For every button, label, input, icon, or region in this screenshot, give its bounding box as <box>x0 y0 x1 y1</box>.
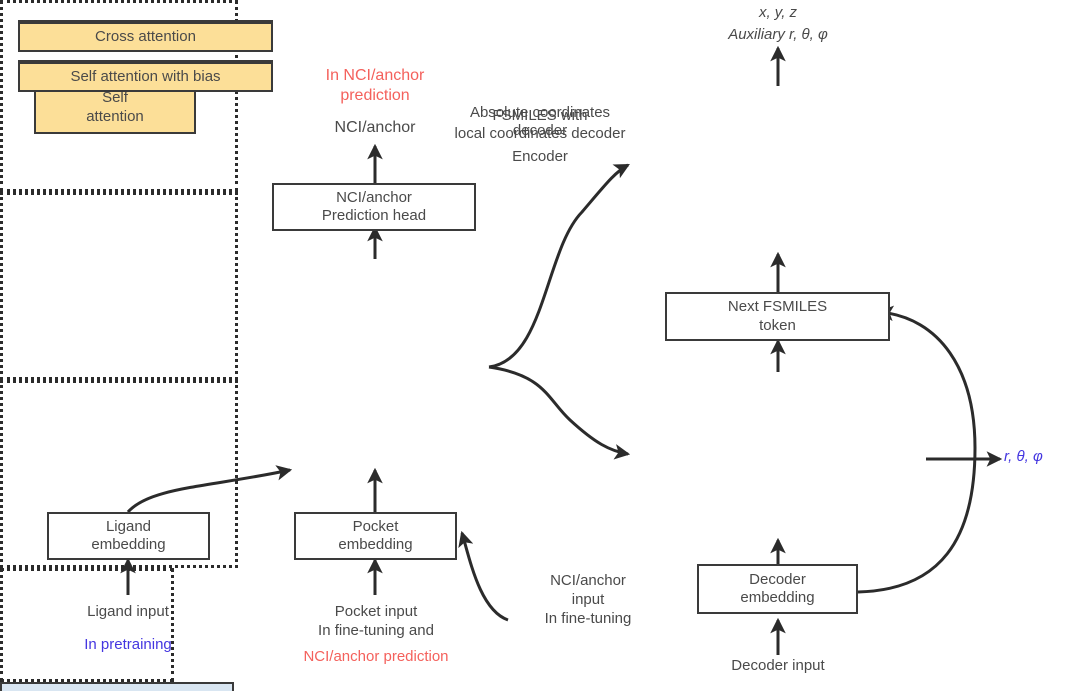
next-fsmiles-token-box[interactable]: Next FSMILES token <box>665 292 890 341</box>
encoder-self-attention-label: Self attention <box>86 89 144 125</box>
pocket-stage-label: NCI/anchor prediction <box>303 648 449 665</box>
nci-anchor-input-label: NCI/anchor input In fine-tuning <box>544 572 632 627</box>
local-coordinates-output-label: r, θ, φ <box>1004 448 1043 465</box>
decoder-embedding-label: Decoder embedding <box>740 570 815 606</box>
fsmiles-decoder-cross-attention-label: Cross attention <box>95 27 196 45</box>
ligand-embedding-box[interactable]: Ligand embedding <box>47 512 210 560</box>
encoder-block[interactable]: Self attention Encoder <box>0 81 568 691</box>
absolute-output-line1: x, y, z <box>758 4 798 21</box>
fsmiles-decoder-caption: FSMILES with local coordinates decoder <box>454 107 626 143</box>
encoder-caption: Encoder <box>512 148 568 165</box>
nci-anchor-input-group <box>0 568 174 682</box>
pocket-embedding-label: Pocket embedding <box>338 517 413 553</box>
pocket-input-label: Pocket input In fine-tuning and <box>318 603 434 639</box>
decoder-embedding-box[interactable]: Decoder embedding <box>697 564 858 614</box>
ligand-input-label: Ligand input <box>87 603 169 620</box>
wire-encoder-to-absolute-decoder <box>488 163 630 369</box>
nci-prediction-head-label: NCI/anchor Prediction head <box>321 188 427 224</box>
nci-prediction-group <box>0 0 238 192</box>
wire-encoder-to-fsmiles-decoder <box>488 365 631 460</box>
nci-anchor-signal-label: NCI/anchor <box>334 119 416 136</box>
nci-prediction-head-box[interactable]: NCI/anchor Prediction head <box>272 183 476 231</box>
next-fsmiles-token-label: Next FSMILES token <box>727 298 828 334</box>
pocket-embedding-box[interactable]: Pocket embedding <box>294 512 457 560</box>
ligand-stage-label: In pretraining <box>84 636 172 653</box>
wire-feedback-loop-to-next-token <box>857 305 977 594</box>
fsmiles-decoder-cross-attention-block[interactable]: Cross attention <box>18 22 273 52</box>
ligand-embedding-label: Ligand embedding <box>91 517 166 553</box>
decoder-input-label: Decoder input <box>731 657 825 674</box>
fsmiles-decoder-self-attention-label: Self attention with bias <box>70 67 221 85</box>
absolute-decoder-caption: Absolute coordinates decoder <box>469 104 611 140</box>
nci-group-header: In NCI/anchor prediction <box>325 67 425 104</box>
fsmiles-decoder-self-attention-block[interactable]: Self attention with bias <box>18 62 273 92</box>
absolute-output-line2: Auxiliary r, θ, φ <box>728 26 828 43</box>
ligand-input-group <box>0 192 238 380</box>
